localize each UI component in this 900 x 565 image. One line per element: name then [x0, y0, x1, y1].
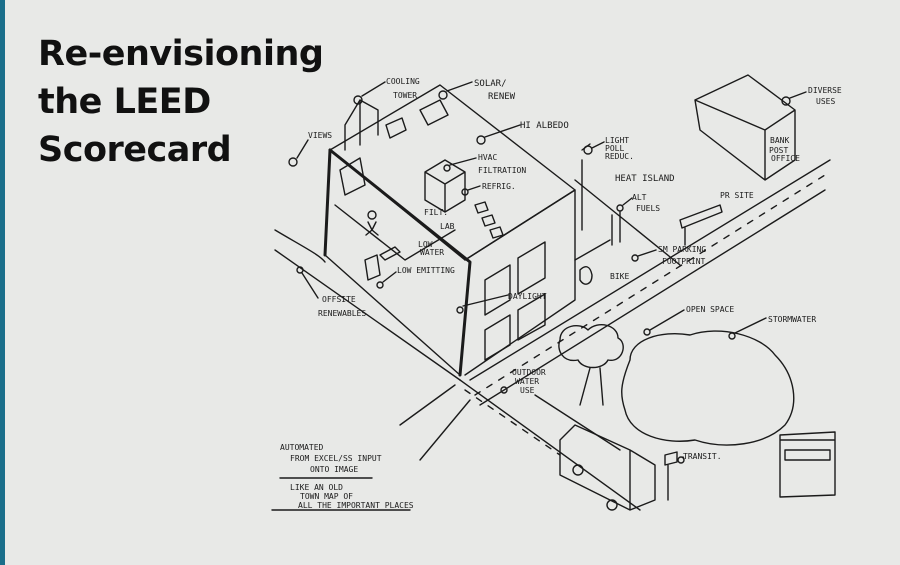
label-light-poll: REDUC.: [605, 152, 634, 161]
label-stormwater: STORMWATER: [768, 315, 816, 324]
label-light-poll: LIGHT: [605, 136, 629, 145]
label-cooling-tower: TOWER: [393, 91, 417, 100]
streets-drawing: [274, 74, 831, 511]
label-hvac: FILTRATION: [478, 166, 526, 175]
label-cooling-tower: COOLING: [386, 77, 420, 86]
label-pr-site: PR SITE: [720, 191, 754, 200]
label-offsite: RENEWABLES: [318, 309, 366, 318]
note-town-map: TOWN MAP OF: [300, 492, 353, 501]
label-sm-parking: SM PARKING: [658, 245, 706, 254]
label-low-emitting: LOW EMITTING: [397, 266, 455, 275]
slide-accent-bar: [0, 0, 5, 565]
building-drawing: [323, 84, 576, 377]
label-low-water: LOW: [418, 240, 433, 249]
sketch-labels: COOLING TOWER SOLAR/ RENEW VIEWS HI ALBE…: [308, 77, 842, 461]
label-hvac: HVAC: [478, 153, 497, 162]
label-lab: LAB: [440, 222, 455, 231]
label-low-water: WATER: [420, 248, 444, 257]
label-diverse-uses: USES: [816, 97, 835, 106]
note-automated: AUTOMATED: [280, 443, 324, 452]
label-bike: BIKE: [610, 272, 629, 281]
landscape-drawing: [558, 324, 836, 511]
label-solar-renew: SOLAR/: [474, 79, 507, 89]
label-open-space: OPEN SPACE: [686, 305, 734, 314]
note-town-map: LIKE AN OLD: [290, 483, 343, 492]
note-automated: ONTO IMAGE: [310, 465, 358, 474]
label-solar-renew: RENEW: [488, 92, 516, 102]
note-automated: FROM EXCEL/SS INPUT: [290, 454, 382, 463]
handwritten-notes: AUTOMATED FROM EXCEL/SS INPUT ONTO IMAGE…: [280, 443, 414, 510]
callout-markers: [271, 81, 807, 511]
label-heat-island: HEAT ISLAND: [615, 174, 675, 184]
label-filt: FILT.: [424, 208, 448, 217]
label-light-poll: POLL: [605, 144, 624, 153]
label-bank: BANK: [770, 136, 789, 145]
label-refrig: REFRIG.: [482, 182, 516, 191]
label-alt-fuels: FUELS: [636, 204, 660, 213]
slide-title: Re-envisioning the LEED Scorecard: [38, 30, 324, 174]
label-alt-fuels: ALT: [632, 193, 647, 202]
label-hi-albedo: HI ALBEDO: [520, 121, 569, 131]
label-transit: TRANSIT.: [683, 452, 722, 461]
label-post-office: POST: [769, 146, 788, 155]
label-daylight: DAYLIGHT: [508, 292, 547, 301]
note-town-map: ALL THE IMPORTANT PLACES: [298, 501, 414, 510]
title-line: Scorecard: [38, 130, 232, 170]
label-views: VIEWS: [308, 131, 332, 140]
label-outdoor-water: USE: [520, 386, 535, 395]
label-offsite: OFFSITE: [322, 295, 356, 304]
label-outdoor-water: OUTDOOR: [512, 368, 546, 377]
title-line: Re-envisioning: [38, 34, 324, 74]
label-sm-parking: FOOTPRINT: [662, 257, 706, 266]
label-outdoor-water: WATER: [515, 377, 539, 386]
label-diverse-uses: DIVERSE: [808, 86, 842, 95]
label-post-office: OFFICE: [771, 154, 800, 163]
title-line: the LEED: [38, 82, 211, 122]
